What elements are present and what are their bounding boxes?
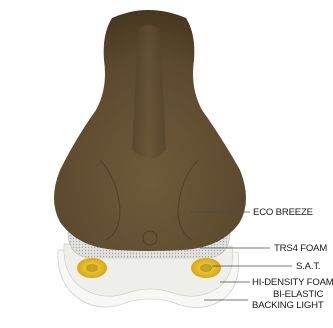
sat-insert-right-center: [200, 264, 212, 272]
sat-insert-left-center: [86, 264, 98, 272]
label-bi-elastic-line1: BI-ELASTIC: [273, 289, 324, 300]
label-eco-breeze: ECO BREEZE: [253, 207, 313, 218]
label-bi-elastic-line2: BACKING LIGHT: [252, 300, 324, 311]
label-trs4-foam: TRS4 FOAM: [274, 243, 327, 254]
label-hi-density-foam: HI-DENSITY FOAM: [252, 277, 333, 288]
label-sat: S.A.T.: [296, 261, 320, 272]
